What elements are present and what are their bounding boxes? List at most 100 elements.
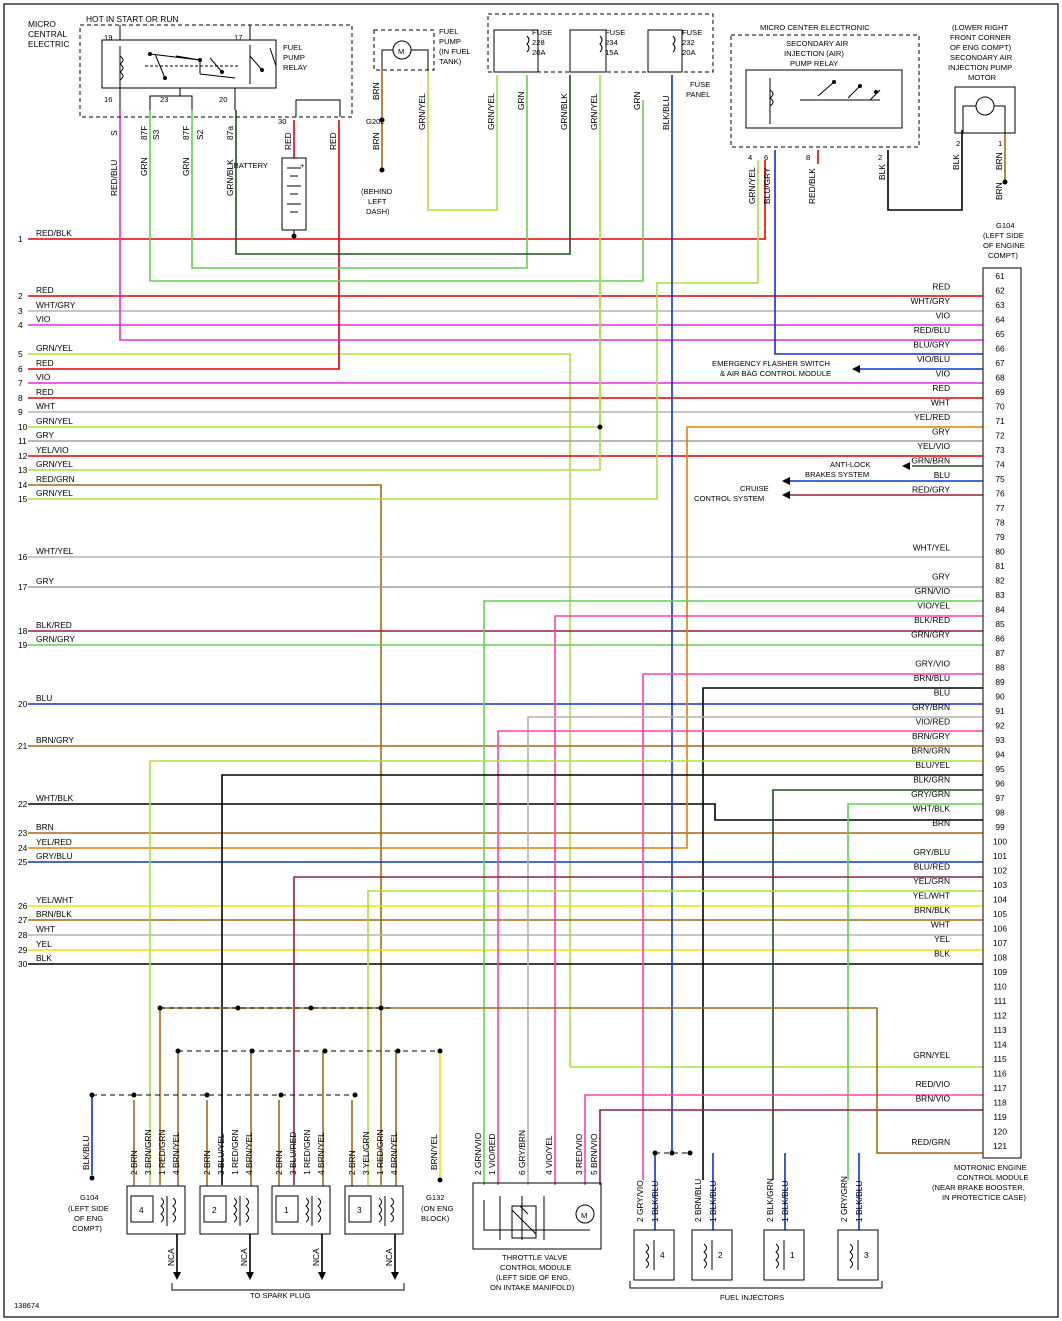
arrow-cruise-a [782,477,790,485]
injector-pin-a: 2 BRN/BLU [693,1179,703,1222]
throttle-label-1: THROTTLE VALVE [502,1253,568,1262]
air-relay-label-2: SECONDARY AIR [786,39,849,48]
coil-pin-d: 4 BRN/YEL [389,1132,399,1175]
emergency-label-2: & AIR BAG CONTROL MODULE [720,369,831,378]
throttle-pin-label: 2 GRN/VIO [473,1132,483,1175]
fuse-232-box [647,29,683,73]
ecm-pin-number: 88 [995,663,1005,673]
antilock-label-2: BRAKES SYSTEM [805,470,869,479]
ecm-pin-color: YEL/GRN [913,876,950,886]
fuse-232-amp: 20A [682,48,696,57]
ecm-pin-number: 82 [995,576,1005,586]
left-wire-color-label: BLK [36,953,52,963]
label-grn-fuse: GRN [516,91,526,110]
g132-ground [437,1177,443,1183]
left-wire-color-label: RED/BLK [36,228,72,238]
throttle-label-2: CONTROL MODULE [500,1263,571,1272]
air-pump-label-3: OF ENG COMPT) [950,43,1012,52]
ecm-pin-color: BRN/BLK [914,905,950,915]
ecm-pin-color: YEL/VIO [917,441,950,451]
ecm-pin-number: 81 [995,561,1005,571]
air-pump-motor [975,96,995,116]
battery-plus: + [300,161,305,170]
ecm-pin-color: VIO/BLU [917,354,950,364]
label-red-right: RED [328,132,338,150]
left-wire-color-label: WHT [36,401,55,411]
ecm-pin-color: WHT [931,398,950,408]
ecm-pin-color: VIO [936,369,951,379]
relay-node-d [220,70,224,74]
fuel-injector-3 [763,1229,805,1281]
left-wire-color-label: GRY [36,430,54,440]
nca-label-2: NCA [239,1248,249,1266]
coil-number-3: 1 [284,1205,289,1215]
left-wire-color-label: RED/GRN [36,474,75,484]
ecm-label-4: IN PROTECTICE CASE) [942,1193,1026,1202]
diagram-id: 138674 [14,1301,39,1310]
air-relay-node-a [832,80,836,84]
left-wire-number: 29 [18,945,28,955]
throttle-label-4: ON INTAKE MANIFOLD) [490,1283,575,1292]
ecm-pin-color: GRY [932,427,950,437]
ecm-pin-number: 99 [995,822,1005,832]
left-wire-color-label: YEL/WHT [36,895,73,905]
wire-gry-brn [527,716,983,1185]
injector-pin-a: 2 BLK/GRN [765,1178,775,1222]
ecm-pin-number: 70 [995,402,1005,412]
air-pump-label-1: (LOWER RIGHT [952,23,1008,32]
wire-14 [28,484,382,1185]
throttle-internals [483,1196,590,1240]
injector-pin-b: 1 BLK/BLU [708,1181,718,1222]
ecm-pin-number: 89 [995,677,1005,687]
left-wire-number: 28 [18,930,28,940]
ecm-pin-color: GRN/BRN [911,456,950,466]
ecm-pin-color: BLK/GRN [913,775,950,785]
label-grn-yel-air: GRN/YEL [747,167,757,204]
coil-pin-c: 1 RED/GRN [230,1129,240,1175]
throttle-motor-m: M [581,1211,587,1220]
generated-layer: 1RED/BLK2RED3WHT/GRY4VIO5GRN/YEL6RED7VIO… [18,82,1008,1281]
fuel-pump: M FUEL PUMP (IN FUEL TANK) G202 (BEHIND … [361,27,471,216]
left-wire-number: 9 [18,407,23,417]
g104-top-label-2: (LEFT SIDE [983,231,1024,240]
wire-1 [28,160,766,240]
ecm-pin-color: GRY/BLU [913,847,950,857]
left-wire-number: 22 [18,799,28,809]
throttle-pot [511,1205,537,1235]
label-red-battery: RED [283,132,293,150]
splice-inj-2 [687,1150,693,1156]
injector-bracket [629,1281,883,1289]
ecm-pin-number: 110 [993,982,1007,992]
left-wire-number: 27 [18,915,28,925]
ecm-pin-number: 62 [995,286,1005,296]
left-wire-color-label: WHT/GRY [36,300,76,310]
ecm-pin-number: 66 [995,344,1005,354]
fuel-pump-label-4: TANK) [439,57,462,66]
g104-top-label-1: G104 [996,221,1015,230]
fuel-pump-relay-label-2: PUMP [283,53,305,62]
ecm-pin-color: GRN/VIO [915,586,951,596]
fuse-234-amp: 15A [605,48,619,57]
ecm-pin-color: RED [932,282,950,292]
ecm-pin-color: BLU/YEL [916,760,951,770]
coil-output-arrow-4 [391,1272,399,1280]
air-relay-pin-4: 4 [748,153,752,162]
micro-central-label-2: CENTRAL [28,29,67,39]
splice-top-1 [235,1005,241,1011]
ecm-pin-number: 103 [993,880,1007,890]
relay-pin-17: 17 [234,33,242,42]
relay-pin-s3-a: S3 [151,129,161,140]
relay-pin-16: 16 [104,95,112,104]
coil-winding-4 [378,1196,394,1226]
arrow-emergency [852,365,860,373]
left-wire-number: 24 [18,843,28,853]
wire-13 [28,160,601,471]
ecm-pin-number: 119 [993,1112,1007,1122]
air-relay-label-3: INJECTION (AIR) [784,49,844,58]
splice-top-3 [378,1005,384,1011]
left-wire-color-label: RED [36,387,54,397]
air-pump-label-5: INJECTION PUMP [948,63,1012,72]
splice-bot-4 [352,1092,358,1098]
secondary-air-pump: (LOWER RIGHT FRONT CORNER OF ENG COMPT) … [948,23,1025,260]
coil-output-arrow-3 [318,1272,326,1280]
